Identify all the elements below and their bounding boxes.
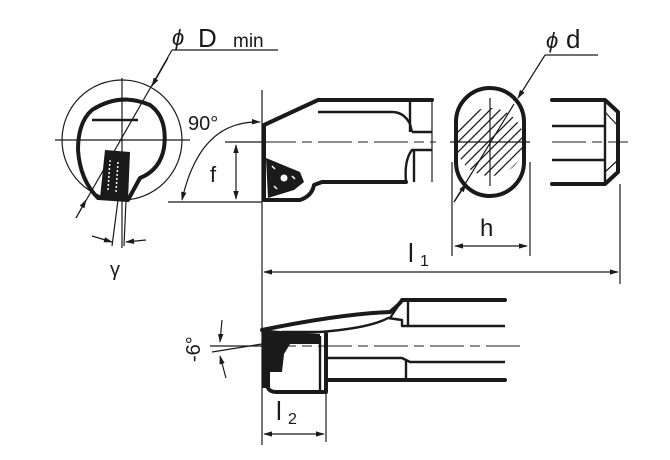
end-insert: [100, 150, 130, 200]
section-outline: [454, 86, 526, 198]
shank-end: [550, 98, 628, 284]
d-min-phi: ϕ: [172, 25, 184, 50]
l2-letter: l: [276, 396, 282, 426]
l1-letter: l: [408, 238, 414, 268]
bottom-insert: [262, 330, 320, 388]
end-view: [55, 49, 278, 248]
f-label: f: [210, 162, 217, 187]
angle-minus6-label: -6°: [183, 336, 205, 362]
d-min-letter: D: [198, 23, 217, 53]
phi-d-symbol: ϕ: [546, 28, 558, 53]
l1-sub: 1: [420, 253, 429, 270]
d-min-suffix: min: [233, 31, 264, 52]
angle-90-arc: [181, 119, 261, 201]
l2-sub: 2: [288, 411, 297, 428]
end-body-outline: [76, 97, 167, 202]
top-view: [168, 90, 436, 445]
cross-section: [450, 54, 598, 256]
bottom-view: [210, 298, 520, 442]
angle-90-label: 90°: [188, 113, 218, 135]
phi-d-letter: d: [566, 24, 580, 54]
h-label: h: [480, 215, 493, 242]
gamma-label: γ: [110, 259, 120, 281]
